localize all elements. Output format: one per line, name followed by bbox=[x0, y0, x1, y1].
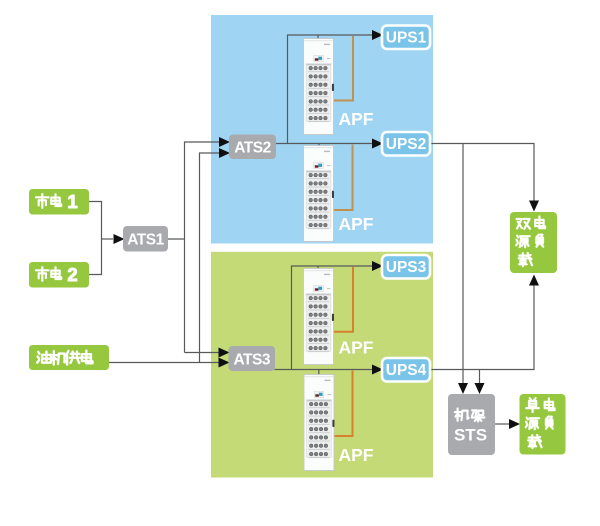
svg-text:UPS1: UPS1 bbox=[386, 30, 427, 47]
svg-text:1: 1 bbox=[67, 191, 77, 212]
svg-text:ATS1: ATS1 bbox=[127, 232, 164, 249]
svg-text:STS: STS bbox=[454, 426, 487, 445]
svg-text:UPS4: UPS4 bbox=[386, 362, 427, 379]
svg-text:APF: APF bbox=[339, 214, 374, 234]
svg-text:APF: APF bbox=[339, 338, 374, 358]
svg-text:APF: APF bbox=[339, 109, 374, 129]
svg-text:2: 2 bbox=[67, 264, 77, 285]
svg-text:ATS3: ATS3 bbox=[234, 352, 271, 369]
svg-text:UPS2: UPS2 bbox=[386, 136, 427, 153]
svg-text:ATS2: ATS2 bbox=[234, 140, 270, 157]
svg-text:UPS3: UPS3 bbox=[386, 259, 427, 276]
svg-text:APF: APF bbox=[339, 445, 374, 465]
